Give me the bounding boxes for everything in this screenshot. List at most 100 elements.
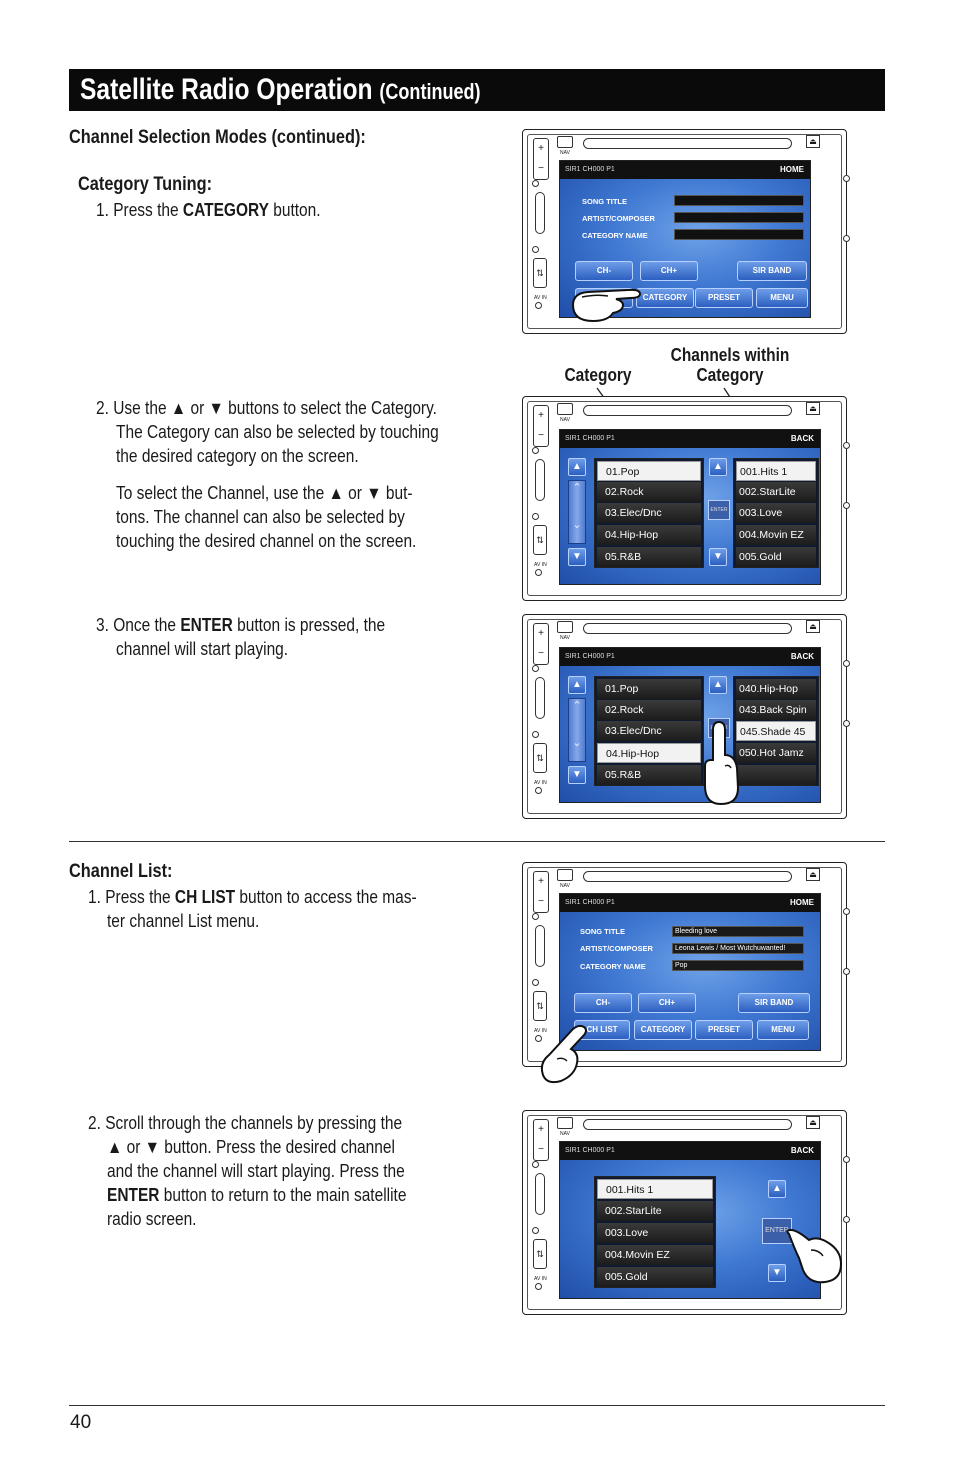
screen-home: SIR1 CH000 P1 HOME SONG TITLE ARTIST/COM… [559,160,811,318]
channel-item[interactable]: 005.Gold [597,1267,713,1287]
knob-icon[interactable] [532,1227,539,1234]
chlist-step1-line2: ter channel List menu. [107,911,260,931]
channel-item[interactable]: 045.Shade 45 [736,721,816,741]
category-scrollbar[interactable]: ⌃⌄ [568,698,586,762]
category-scrollbar[interactable]: ⌃⌄ [568,480,586,544]
channel-item-empty[interactable] [736,765,816,785]
knob-icon[interactable] [532,913,539,920]
channel-item[interactable]: 002.StarLite [597,1201,713,1221]
eject-icon[interactable]: ⏏ [806,620,820,633]
volume-rocker[interactable]: +− [533,405,549,447]
preset-button[interactable]: PRESET [695,1020,753,1040]
section-divider [69,841,885,842]
step3-line2: channel will start playing. [116,639,289,659]
category-item[interactable]: 03.Elec/Dnc [597,503,701,523]
sir-band-button[interactable]: SIR BAND [738,993,810,1013]
chlist-step2-line4: ENTER button to return to the main satel… [107,1183,406,1207]
device-channel-list-screen: +− NAV ⏏ ⇅ AV IN SIR1 CH000 P1 BACK 001.… [522,1110,850,1315]
category-item[interactable]: 05.R&B [597,765,701,785]
nav-label: NAV [560,150,570,156]
eject-icon[interactable]: ⏏ [806,868,820,881]
knob-icon[interactable] [532,979,539,986]
channel-item[interactable]: 003.Love [736,503,816,523]
page-number: 40 [70,1412,92,1433]
knob-icon[interactable] [532,447,539,454]
channel-up-button[interactable]: ▲ [709,676,727,694]
channel-item[interactable]: 005.Gold [736,547,816,567]
channel-item[interactable]: 001.Hits 1 [736,461,816,481]
channel-item[interactable]: 002.StarLite [736,482,816,502]
knob-icon[interactable] [532,180,539,187]
volume-rocker[interactable]: +− [533,623,549,665]
channel-item[interactable]: 040.Hip-Hop [736,679,816,699]
category-item[interactable]: 05.R&B [597,547,701,567]
device-enter-screen: +− NAV ⏏ ⇅ AV IN SIR1 CH000 P1 BACK ▲ ⌃⌄… [522,614,850,819]
channel-item[interactable]: 004.Movin EZ [736,525,816,545]
sir-band-button[interactable]: SIR BAND [737,261,807,281]
list-down-button[interactable]: ▼ [768,1264,786,1282]
ch-list-button[interactable]: CH LIST [574,1020,630,1040]
knob-icon[interactable] [532,246,539,253]
status-bar: SIR1 CH000 P1 [560,161,810,179]
nav-button[interactable] [557,869,573,881]
avin-label: AV IN [534,1028,547,1034]
nav-button[interactable] [557,136,573,148]
volume-rocker[interactable]: +− [533,1119,549,1161]
back-button[interactable]: BACK [790,652,814,661]
side-screw-icon [843,1216,850,1223]
category-up-button[interactable]: ▲ [568,676,586,694]
list-up-button[interactable]: ▲ [768,1180,786,1198]
knob-icon[interactable] [532,513,539,520]
channel-item[interactable]: 043.Back Spin [736,700,816,720]
enter-button[interactable]: ENTER [708,500,730,520]
menu-button[interactable]: MENU [756,288,808,308]
ch-plus-button[interactable]: CH+ [638,993,696,1013]
channel-item[interactable]: 003.Love [597,1223,713,1243]
category-item[interactable]: 01.Pop [597,461,701,481]
back-button[interactable]: BACK [790,1146,814,1155]
knob-icon[interactable] [532,1161,539,1168]
category-down-button[interactable]: ▼ [568,548,586,566]
category-item[interactable]: 03.Elec/Dnc [597,721,701,741]
channel-down-button[interactable]: ▼ [709,548,727,566]
category-button[interactable]: CATEGORY [634,1020,692,1040]
knob-icon[interactable] [532,731,539,738]
sd-card-slot [535,925,545,967]
nav-button[interactable] [557,403,573,415]
disc-slot [583,1119,792,1130]
back-button[interactable]: BACK [790,434,814,443]
category-down-button[interactable]: ▼ [568,766,586,784]
avin-jack-icon [535,1283,542,1290]
nav-button[interactable] [557,1117,573,1129]
channel-item[interactable]: 050.Hot Jamz [736,743,816,763]
home-button[interactable]: HOME [780,165,804,174]
eject-icon[interactable]: ⏏ [806,135,820,148]
category-item[interactable]: 02.Rock [597,482,701,502]
channel-up-button[interactable]: ▲ [709,458,727,476]
category-up-button[interactable]: ▲ [568,458,586,476]
callout-category: Category [564,365,632,385]
knob-icon[interactable] [532,665,539,672]
ch-minus-button[interactable]: CH- [574,993,632,1013]
home-button[interactable]: HOME [790,898,814,907]
eject-icon[interactable]: ⏏ [806,1116,820,1129]
category-item[interactable]: 04.Hip-Hop [597,525,701,545]
category-item[interactable]: 04.Hip-Hop [597,743,701,763]
category-item[interactable]: 02.Rock [597,700,701,720]
ch-minus-button[interactable]: CH- [575,261,633,281]
step2-line3: the desired category on the screen. [116,446,359,466]
preset-button[interactable]: PRESET [695,288,753,308]
usb-icon: ⇅ [533,258,547,288]
menu-button[interactable]: MENU [757,1020,809,1040]
disc-slot [583,138,792,149]
volume-rocker[interactable]: +− [533,138,549,180]
category-button[interactable]: CATEGORY [636,288,694,308]
nav-button[interactable] [557,621,573,633]
eject-icon[interactable]: ⏏ [806,402,820,415]
avin-jack-icon [535,787,542,794]
volume-rocker[interactable]: +− [533,871,549,913]
ch-plus-button[interactable]: CH+ [640,261,698,281]
category-item[interactable]: 01.Pop [597,679,701,699]
channel-item[interactable]: 001.Hits 1 [597,1179,713,1199]
channel-item[interactable]: 004.Movin EZ [597,1245,713,1265]
